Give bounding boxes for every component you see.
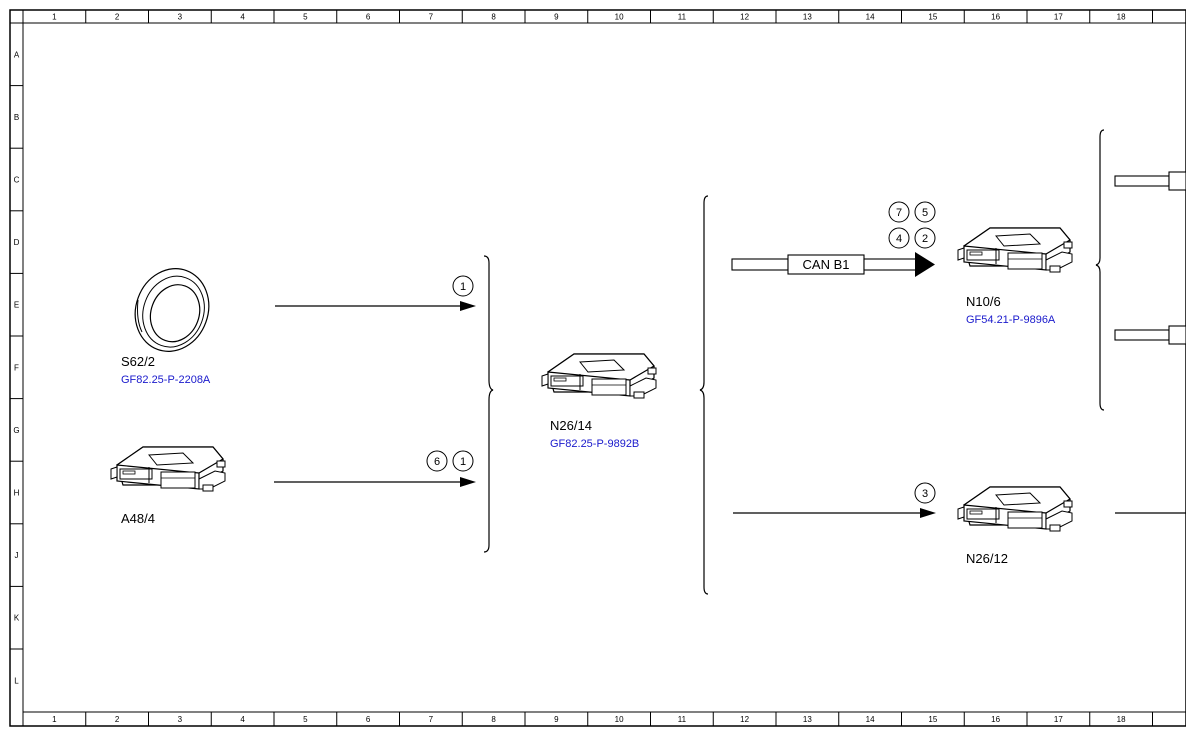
ruler-column-label: 4 <box>240 715 245 724</box>
ruler-column-label: 10 <box>615 715 624 724</box>
signal-badge-can-7: 7 <box>888 201 910 223</box>
ruler-column-label: 4 <box>240 13 245 22</box>
ruler-row-label: H <box>14 489 20 498</box>
signal-badge-text: 7 <box>896 207 902 219</box>
ruler-row-label: E <box>14 301 19 310</box>
ruler-column-label: 15 <box>928 715 937 724</box>
outgoing-line-bottom <box>1114 325 1186 345</box>
n26-12-label: N26/12 <box>966 551 1008 566</box>
ruler-column-label: 15 <box>928 13 937 22</box>
ruler-column-label: 18 <box>1117 13 1126 22</box>
n26-14-label: N26/14 <box>550 418 592 433</box>
ruler-column-label: 12 <box>740 13 749 22</box>
ruler-column-label: 14 <box>866 13 875 22</box>
ruler-column-label: 7 <box>429 13 434 22</box>
drawing-frame <box>9 9 1186 727</box>
ruler-column-label: 9 <box>554 13 559 22</box>
ruler-column-label: 6 <box>366 13 371 22</box>
signal-arrow-a48 <box>274 477 476 487</box>
a48-4-label: A48/4 <box>121 511 155 526</box>
ruler-column-label: 2 <box>115 13 120 22</box>
ruler-column-label: 17 <box>1054 715 1063 724</box>
signal-badge-text: 1 <box>460 281 466 293</box>
ruler-column-label: 3 <box>178 13 183 22</box>
ruler-row-label: L <box>14 676 19 685</box>
n26-14-ref-link[interactable]: GF82.25-P-9892B <box>550 438 639 450</box>
ruler-column-label: 3 <box>178 715 183 724</box>
ruler-row-label: C <box>14 176 20 185</box>
ruler-row-label: B <box>14 113 19 122</box>
ruler-column-label: 9 <box>554 715 559 724</box>
ruler-column-label: 16 <box>991 13 1000 22</box>
signal-badge-text: 1 <box>460 456 466 468</box>
ruler-column-label: 8 <box>491 715 496 724</box>
signal-badge-a48-1: 1 <box>452 450 474 472</box>
signal-arrow-n26-12 <box>733 508 936 518</box>
ruler-row-label: D <box>14 238 20 247</box>
ruler-column-label: 2 <box>115 715 120 724</box>
ruler-column-label: 6 <box>366 715 371 724</box>
ruler-column-label: 17 <box>1054 13 1063 22</box>
switch-s62-2-symbol <box>134 268 210 352</box>
signal-badge-can-4: 4 <box>888 227 910 249</box>
ruler-column-label: 13 <box>803 715 812 724</box>
ruler-column-label: 1 <box>52 715 57 724</box>
brace-left-group <box>483 255 494 553</box>
ruler-column-label: 14 <box>866 715 875 724</box>
outgoing-line-top <box>1114 171 1186 191</box>
signal-badge-text: 5 <box>922 207 928 219</box>
signal-badge-s62-1: 1 <box>452 275 474 297</box>
n10-6-ref-link[interactable]: GF54.21-P-9896A <box>966 314 1056 326</box>
s62-2-ref-link[interactable]: GF82.25-P-2208A <box>121 374 211 386</box>
ruler-left: A B C D E F G H J K L <box>10 22 23 685</box>
can-bus-line <box>731 252 935 277</box>
ruler-column-label: 5 <box>303 715 308 724</box>
signal-badge-a48-6: 6 <box>426 450 448 472</box>
n10-6-label: N10/6 <box>966 294 1001 309</box>
ruler-row-label: J <box>15 551 19 560</box>
ruler-column-label: 8 <box>491 13 496 22</box>
ruler-column-label: 16 <box>991 715 1000 724</box>
can-bus-label: CAN B1 <box>803 257 850 272</box>
ruler-column-label: 18 <box>1117 715 1126 724</box>
ruler-column-label: 11 <box>678 13 687 22</box>
module-a48-4-symbol <box>110 446 226 492</box>
brace-far-right-group <box>1095 129 1105 411</box>
s62-2-label: S62/2 <box>121 354 155 369</box>
ruler-column-label: 7 <box>429 715 434 724</box>
module-n26-12-symbol <box>957 486 1073 532</box>
signal-badge-n26-12-3: 3 <box>914 482 936 504</box>
ruler-row-label: F <box>14 363 19 372</box>
signal-arrow-s62 <box>275 301 476 311</box>
ruler-column-label: 11 <box>678 715 687 724</box>
module-n10-6-symbol <box>957 227 1073 273</box>
signal-badge-text: 4 <box>896 233 902 245</box>
ruler-row-label: G <box>13 426 19 435</box>
signal-badge-can-2: 2 <box>914 227 936 249</box>
ruler-row-label: A <box>14 50 20 59</box>
ruler-column-label: 10 <box>615 13 624 22</box>
ruler-column-label: 5 <box>303 13 308 22</box>
signal-badge-text: 2 <box>922 233 928 245</box>
signal-badge-can-5: 5 <box>914 201 936 223</box>
signal-badge-text: 3 <box>922 488 928 500</box>
brace-right-group <box>699 195 709 595</box>
ruler-column-label: 13 <box>803 13 812 22</box>
module-n26-14-symbol <box>541 353 657 399</box>
ruler-row-label: K <box>14 614 20 623</box>
ruler-column-label: 12 <box>740 715 749 724</box>
signal-badge-text: 6 <box>434 456 440 468</box>
ruler-column-label: 1 <box>52 13 57 22</box>
